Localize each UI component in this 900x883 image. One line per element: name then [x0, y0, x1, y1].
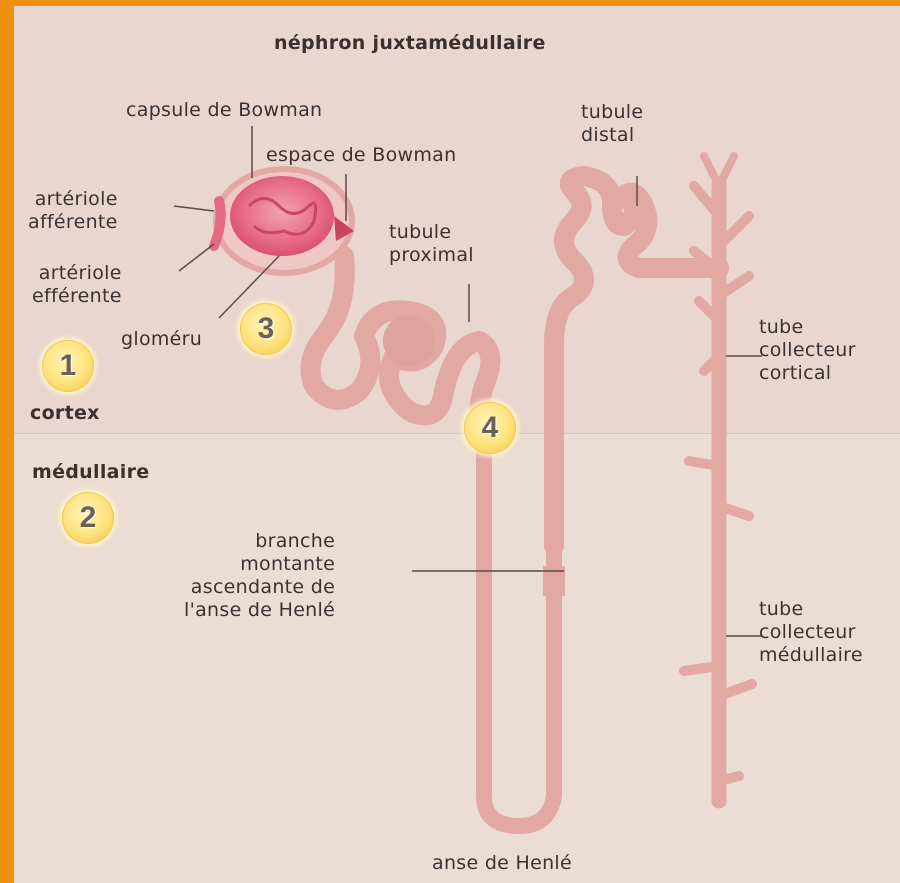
label-tube-collecteur-cortical: tube collecteur cortical: [759, 316, 856, 385]
label-glomerule: gloméru: [121, 328, 202, 351]
label-arteriole-efferente: artériole efférente: [32, 262, 122, 308]
marker-4: 4: [464, 402, 516, 454]
diagram-frame: néphron juxtamédullaire capsule de Bowma…: [14, 6, 900, 883]
label-arteriole-afferente: artériole afférente: [28, 188, 118, 234]
label-tubule-proximal: tubule proximal: [389, 221, 474, 267]
label-tube-collecteur-medullaire: tube collecteur médullaire: [759, 598, 863, 667]
marker-1: 1: [42, 340, 94, 392]
label-cortex: cortex: [30, 402, 100, 425]
label-medullaire: médullaire: [32, 461, 149, 484]
marker-3: 3: [240, 303, 292, 355]
label-capsule-bowman: capsule de Bowman: [126, 99, 322, 122]
diagram-title: néphron juxtamédullaire: [274, 32, 546, 55]
glomerulus-shape: [230, 176, 334, 256]
label-anse-henle: anse de Henlé: [432, 852, 572, 875]
loop-of-henle: [484, 446, 554, 826]
marker-2: 2: [62, 492, 114, 544]
nephron-illustration: [14, 6, 900, 883]
label-espace-bowman: espace de Bowman: [266, 144, 456, 167]
label-tubule-distal: tubule distal: [581, 101, 643, 147]
label-branche-montante: branche montante ascendante de l'anse de…: [184, 530, 335, 622]
distal-tubule: [554, 176, 719, 546]
collecting-duct: [684, 156, 752, 801]
